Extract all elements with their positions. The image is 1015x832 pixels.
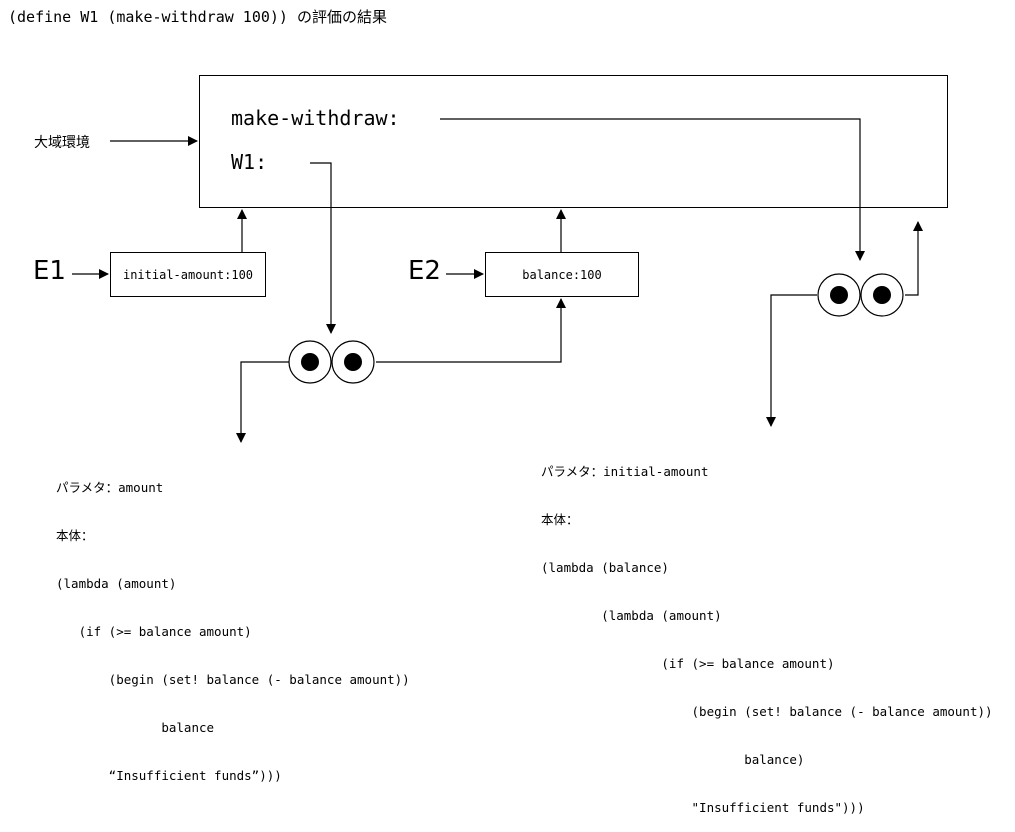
params-line: パラメタ：initial-amount	[541, 464, 709, 479]
code-line: (lambda (amount)	[541, 608, 722, 623]
w1-binding-arrow	[310, 162, 336, 334]
code-line: (lambda (balance)	[541, 560, 669, 575]
code-line: (begin (set! balance (- balance amount))	[541, 704, 993, 719]
global-env-label: 大域環境	[34, 135, 90, 151]
code-line: balance	[56, 720, 215, 735]
procedure-env-dot	[344, 353, 362, 371]
left-procedure-env-arrow	[376, 298, 566, 363]
params-line: パラメタ：amount	[56, 480, 164, 495]
frame-e2-binding: balance:100	[522, 267, 602, 282]
code-line: "Insufficient funds")))	[541, 800, 865, 815]
frame-e1-binding: initial-amount:100	[122, 267, 254, 282]
procedure-env-dot	[873, 286, 891, 304]
code-line: (begin (set! balance (- balance amount))	[56, 672, 410, 687]
procedure-text-right: パラメタ：initial-amount 本体： (lambda (balance…	[541, 432, 993, 832]
code-line: balance)	[541, 752, 805, 767]
env-name-e1: E1	[33, 256, 66, 286]
env-name-e2: E2	[408, 256, 441, 286]
make-withdraw-binding-arrow	[440, 118, 865, 261]
binding-w1: W1:	[231, 150, 268, 174]
left-procedure-code-arrow	[236, 361, 308, 443]
frame-e1: initial-amount:100	[110, 252, 266, 297]
code-line: (if (>= balance amount)	[541, 656, 835, 671]
right-procedure-code-arrow	[766, 294, 817, 427]
procedure-object-left	[288, 340, 375, 384]
global-env-frame	[199, 75, 948, 208]
procedure-code-dot	[301, 353, 319, 371]
binding-make-withdraw: make-withdraw:	[231, 106, 400, 130]
procedure-object-right	[817, 273, 904, 317]
right-procedure-env-arrow	[905, 221, 923, 296]
diagram-title: (define W1 (make-withdraw 100)) の評価の結果	[8, 8, 387, 26]
code-line: “Insufficient funds”)))	[56, 768, 282, 783]
diagram-arrows	[72, 118, 923, 443]
procedure-text-left: パラメタ：amount 本体： (lambda (amount) (if (>=…	[56, 448, 410, 800]
code-line: (if (>= balance amount)	[56, 624, 252, 639]
procedure-code-dot	[830, 286, 848, 304]
body-label: 本体：	[56, 528, 94, 543]
body-label: 本体：	[541, 512, 579, 527]
frame-e2: balance:100	[485, 252, 639, 297]
code-line: (lambda (amount)	[56, 576, 177, 591]
